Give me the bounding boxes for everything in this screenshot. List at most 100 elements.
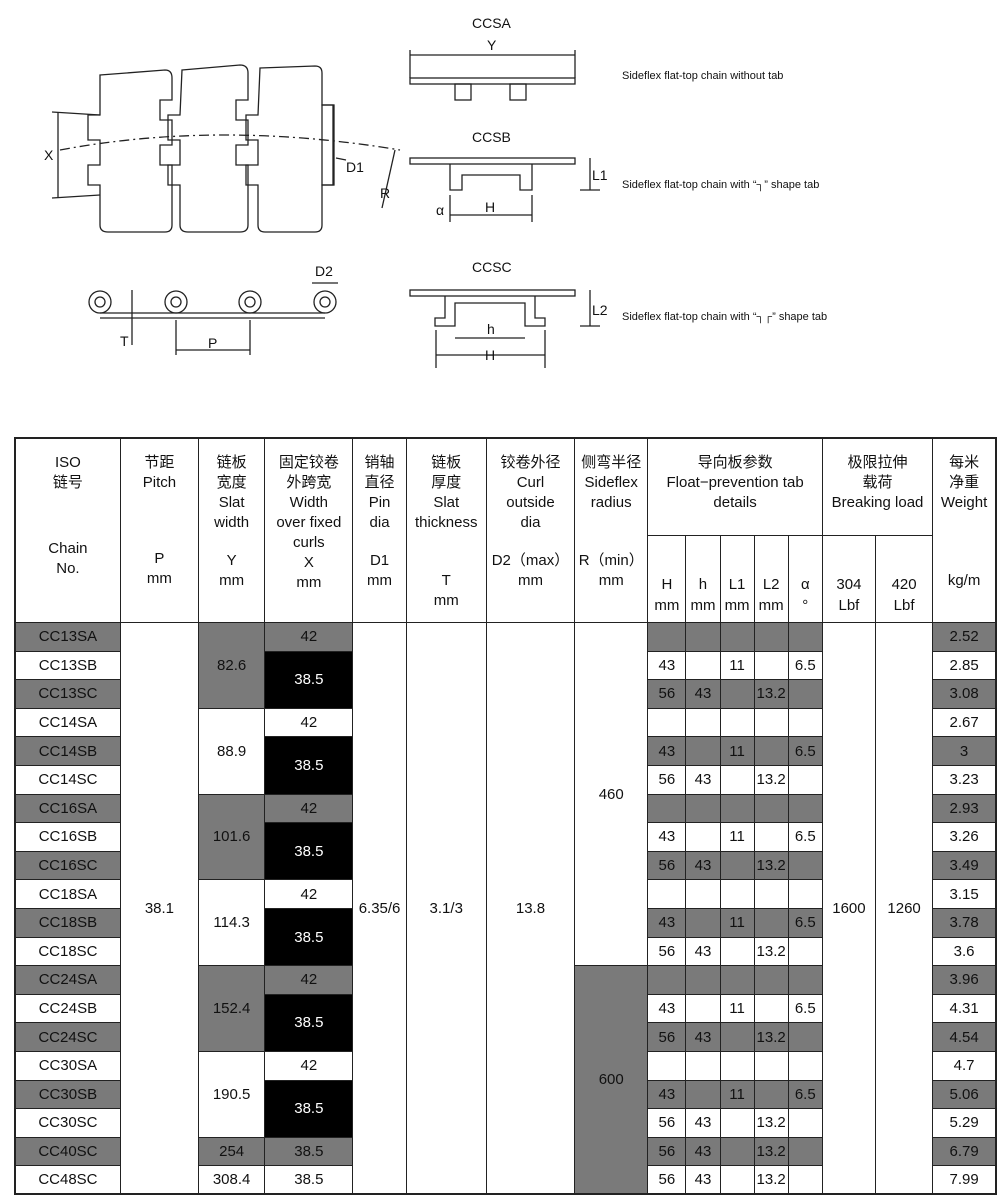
tab-h-cell: 56 — [647, 936, 687, 967]
header-pitch-en: Pitch — [142, 474, 177, 491]
weight-cell: 2.93 — [932, 793, 997, 824]
weight-cell: 4.31 — [932, 993, 997, 1024]
tab-h-small-cell — [685, 650, 721, 681]
tab-l1-cell: 11 — [719, 822, 755, 852]
slat-width-cell: 114.3 — [198, 879, 266, 967]
tab-l1-cell — [719, 1050, 755, 1081]
tab-alpha-cell — [787, 1108, 823, 1138]
technical-drawings: X D1 R D2 T P CCSA Y CCSB L1 α H CCSC L2… — [44, 15, 827, 368]
tab-alpha-cell: 6.5 — [787, 822, 823, 852]
width-curls-cell: 38.5 — [264, 907, 354, 967]
tab-h-cell: 56 — [647, 764, 687, 795]
tab-l1-cell — [719, 679, 755, 709]
header-curl-dia-cn: 铰卷外径 — [500, 454, 561, 471]
ccsa-section — [409, 50, 576, 101]
width-curls-cell: 42 — [264, 793, 354, 824]
curl-dia-cell: 13.8 — [485, 622, 576, 1195]
weight-cell: 3.6 — [932, 936, 997, 967]
ccsb-section — [409, 157, 600, 222]
tab-l1-cell — [719, 622, 755, 652]
header-tab-details-cn: 导向板参数 — [697, 454, 773, 471]
tab-h-small-cell — [685, 879, 721, 909]
tab-h-small-cell: 43 — [685, 1022, 721, 1052]
tab-h-cell: 56 — [647, 1108, 687, 1138]
header-pin-dia-unit: D1 mm — [367, 552, 393, 589]
tab-alpha-cell — [787, 1165, 823, 1195]
weight-cell: 3.78 — [932, 907, 997, 938]
label-x: X — [44, 147, 54, 163]
chain-no-cell: CC30SC — [14, 1108, 121, 1138]
header-slat-thickness-cn: 链板 厚度 — [431, 454, 462, 491]
weight-cell: 4.7 — [932, 1050, 997, 1081]
header-slat-thickness-en: Slat thickness — [414, 494, 478, 531]
weight-cell: 3.96 — [932, 965, 997, 995]
weight-cell: 2.67 — [932, 707, 997, 738]
tab-h-small-cell: 43 — [685, 850, 721, 881]
tab-alpha-cell: 6.5 — [787, 736, 823, 766]
chain-no-cell: CC13SC — [14, 679, 121, 709]
tab-alpha-cell — [787, 622, 823, 652]
header-pitch-unit: P mm — [146, 550, 172, 587]
header-pitch: 节距 Pitch P mm — [119, 437, 200, 623]
tab-h-small-cell — [685, 1050, 721, 1081]
chain-spec-table: ISO 链号 Chain No. 节距 Pitch P mm 链板 宽度 Sla… — [14, 437, 997, 1195]
header-tab-details-en: Float−prevention tab details — [666, 474, 804, 511]
chain-no-cell: CC24SA — [14, 965, 121, 995]
tab-l2-cell — [753, 993, 789, 1024]
tab-h-cell — [647, 965, 687, 995]
slat-width-cell: 101.6 — [198, 793, 266, 881]
tab-l1-cell — [719, 707, 755, 738]
tab-l1-cell — [719, 1108, 755, 1138]
tab-l1-cell — [719, 850, 755, 881]
label-h-ccsb: H — [485, 199, 495, 215]
tab-l2-cell — [753, 736, 789, 766]
tab-l1-cell: 11 — [719, 907, 755, 938]
chain-no-cell: CC18SA — [14, 879, 121, 909]
width-curls-cell: 38.5 — [264, 1136, 354, 1167]
label-p: P — [208, 335, 217, 351]
label-y: Y — [487, 37, 497, 53]
chain-no-cell: CC13SB — [14, 650, 121, 681]
width-curls-cell: 42 — [264, 622, 354, 652]
header-pin-dia-cn: 销轴 直径 — [364, 454, 395, 491]
width-curls-cell: 38.5 — [264, 993, 354, 1052]
header-chain-no: ISO 链号 Chain No. — [14, 437, 121, 623]
header-pitch-cn: 节距 — [144, 454, 175, 471]
weight-cell: 5.06 — [932, 1079, 997, 1110]
tab-h-small-cell — [685, 793, 721, 824]
tab-l1-cell — [719, 1022, 755, 1052]
chain-no-cell: CC30SB — [14, 1079, 121, 1110]
pitch-cell: 38.1 — [119, 622, 200, 1195]
header-slat-width-unit: Y mm — [219, 552, 245, 589]
weight-cell: 3.49 — [932, 850, 997, 881]
weight-cell: 2.85 — [932, 650, 997, 681]
label-ccsb: CCSB — [472, 129, 511, 145]
tab-h-cell: 56 — [647, 1165, 687, 1195]
tab-l2-cell — [753, 707, 789, 738]
label-ccsa: CCSA — [472, 15, 512, 31]
slat-width-cell: 152.4 — [198, 965, 266, 1052]
chain-no-cell: CC18SB — [14, 907, 121, 938]
tab-l2-cell: 13.2 — [753, 679, 789, 709]
width-curls-cell: 38.5 — [264, 1079, 354, 1138]
chain-no-cell: CC16SA — [14, 793, 121, 824]
subheader-tab-0: H mm — [647, 535, 687, 623]
tab-alpha-cell — [787, 793, 823, 824]
width-curls-cell: 38.5 — [264, 822, 354, 881]
weight-cell: 3.26 — [932, 822, 997, 852]
header-curl-dia-unit: D2（max） mm — [491, 552, 570, 589]
tab-l1-cell: 11 — [719, 1079, 755, 1110]
tab-h-small-cell: 43 — [685, 1165, 721, 1195]
tab-l2-cell — [753, 822, 789, 852]
tab-h-small-cell: 43 — [685, 1108, 721, 1138]
load-420-cell: 1260 — [875, 622, 934, 1195]
header-sideflex-radius: 侧弯半径 Sideflex radius R（min） mm — [574, 437, 649, 623]
tab-l2-cell: 13.2 — [753, 1136, 789, 1167]
chain-no-cell: CC16SB — [14, 822, 121, 852]
